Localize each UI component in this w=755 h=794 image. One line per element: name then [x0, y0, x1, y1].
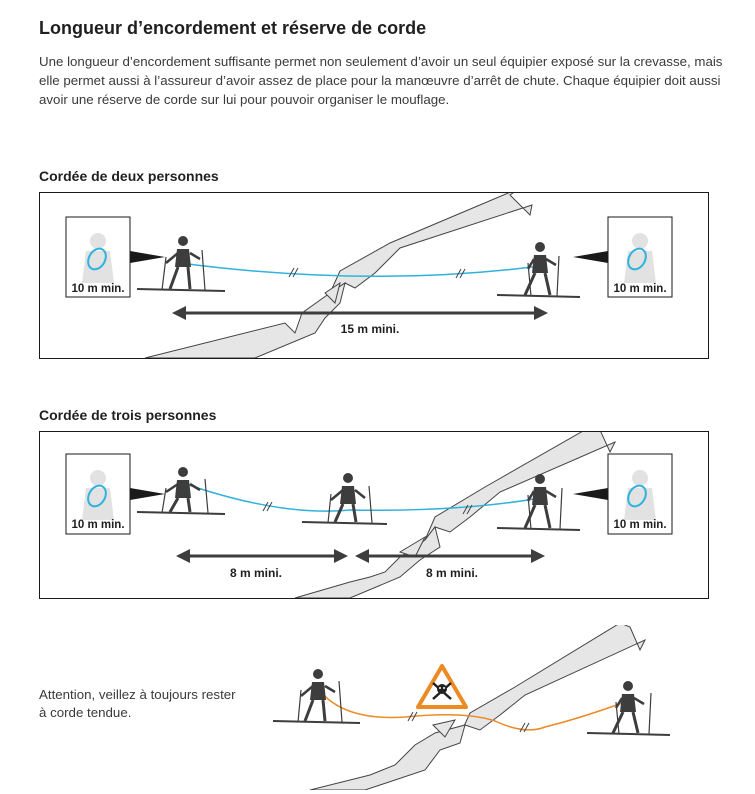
distance-arrow-2: 8 m mini. [355, 549, 545, 580]
skull-crossbones-warning-icon [416, 664, 468, 709]
warning-text: Attention, veillez à toujours rester à c… [39, 687, 236, 720]
reserve-label-right: 10 m min. [613, 519, 666, 531]
two-person-diagram: 10 m min. 10 m min. [39, 192, 709, 359]
skier-left-icon [136, 236, 226, 292]
rope-coil-icon [627, 484, 647, 508]
distance-label: 15 m mini. [341, 322, 400, 336]
intro-text: Une longueur d’encordement suffisante pe… [39, 54, 723, 107]
reserve-label-left: 10 m min. [71, 519, 124, 531]
rope-coil-icon [87, 247, 107, 271]
rope-break-marks [288, 267, 466, 279]
crevasse-illustration [144, 193, 533, 358]
rope-break-marks [262, 501, 473, 515]
rope-reserve-box-left: 10 m min. [65, 453, 165, 535]
three-person-diagram: 10 m min. 10 m min. [39, 431, 709, 599]
skier-right-icon [496, 242, 581, 298]
skier-left-icon [136, 467, 226, 515]
page-title: Longueur d’encordement et réserve de cor… [39, 18, 427, 38]
three-person-title: Cordée de trois personnes [39, 407, 217, 423]
crevasse-illustration [309, 625, 647, 790]
skier-right-icon [586, 681, 671, 736]
rope-coil-icon [87, 484, 107, 508]
distance-arrow: 15 m mini. [172, 306, 548, 336]
distance-label-1: 8 m mini. [230, 566, 282, 580]
rope-reserve-box-right: 10 m min. [573, 216, 673, 298]
skier-middle-icon [301, 473, 388, 525]
reserve-label-right: 10 m min. [613, 283, 666, 295]
rope-reserve-box-right: 10 m min. [573, 453, 673, 535]
rope-reserve-box-left: 10 m min. [65, 216, 165, 298]
distance-arrow-1: 8 m mini. [176, 549, 348, 580]
distance-label-2: 8 m mini. [426, 566, 478, 580]
rope [179, 481, 541, 512]
skier-right-icon [496, 474, 581, 531]
rope-coil-icon [627, 247, 647, 271]
crevasse-illustration [294, 432, 617, 598]
skier-left-icon [272, 669, 361, 724]
rope-break-marks [407, 711, 530, 733]
warning-diagram [272, 625, 671, 790]
two-person-title: Cordée de deux personnes [39, 168, 219, 184]
reserve-label-left: 10 m min. [71, 283, 124, 295]
slack-rope [319, 690, 631, 731]
rope [179, 262, 541, 278]
